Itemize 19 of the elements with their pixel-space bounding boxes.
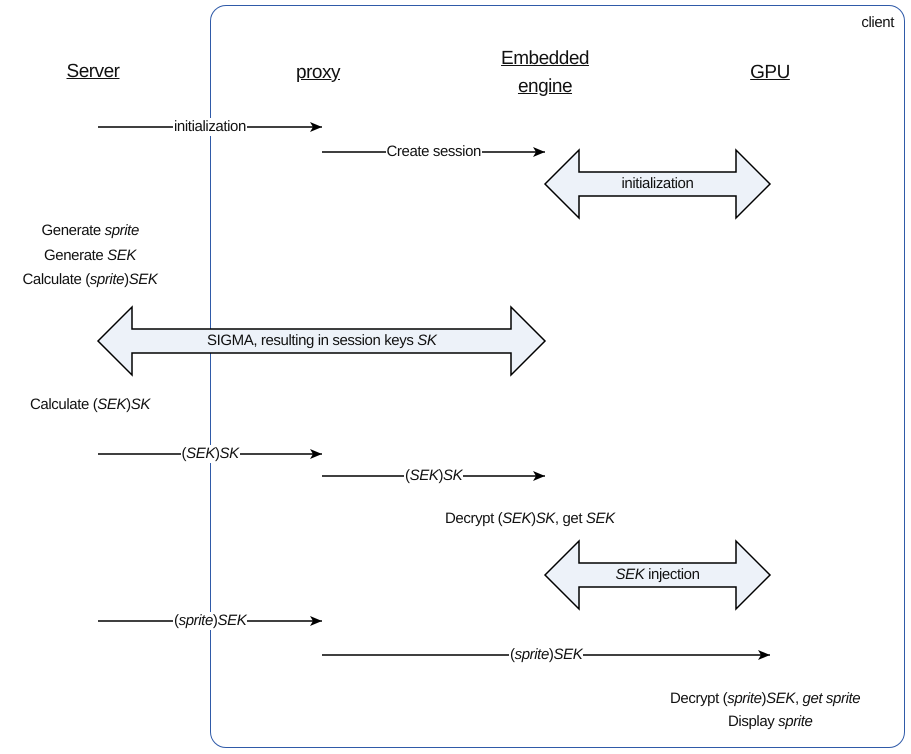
participant-heading: GPU (710, 59, 830, 87)
arrow-label: (sprite)SEK (509, 646, 584, 664)
note-text: Generate sprite (42, 222, 139, 240)
arrow-label: initialization (173, 118, 247, 136)
arrow-label: (sprite)SEK (173, 612, 248, 630)
arrow-label: (SEK)SK (404, 467, 464, 485)
note-text: Decrypt (SEK)SK, get SEK (445, 510, 615, 528)
note-text: Display sprite (728, 713, 812, 731)
boundary-label: client (861, 14, 894, 32)
note-text: Calculate (SEK)SK (30, 396, 150, 414)
participant-heading: Embedded engine (490, 45, 600, 101)
note-text: Decrypt (sprite)SEK, get sprite (670, 690, 860, 708)
arrow-label: (SEK)SK (180, 445, 240, 463)
note-text: Calculate (sprite)SEK (22, 271, 158, 289)
arrow-label: initialization (620, 175, 694, 193)
participant-heading: proxy (258, 59, 378, 87)
arrow-label: SIGMA, resulting in session keys SK (206, 332, 438, 350)
participant-heading: Server (33, 58, 153, 86)
arrow-label: SEK injection (614, 566, 701, 584)
